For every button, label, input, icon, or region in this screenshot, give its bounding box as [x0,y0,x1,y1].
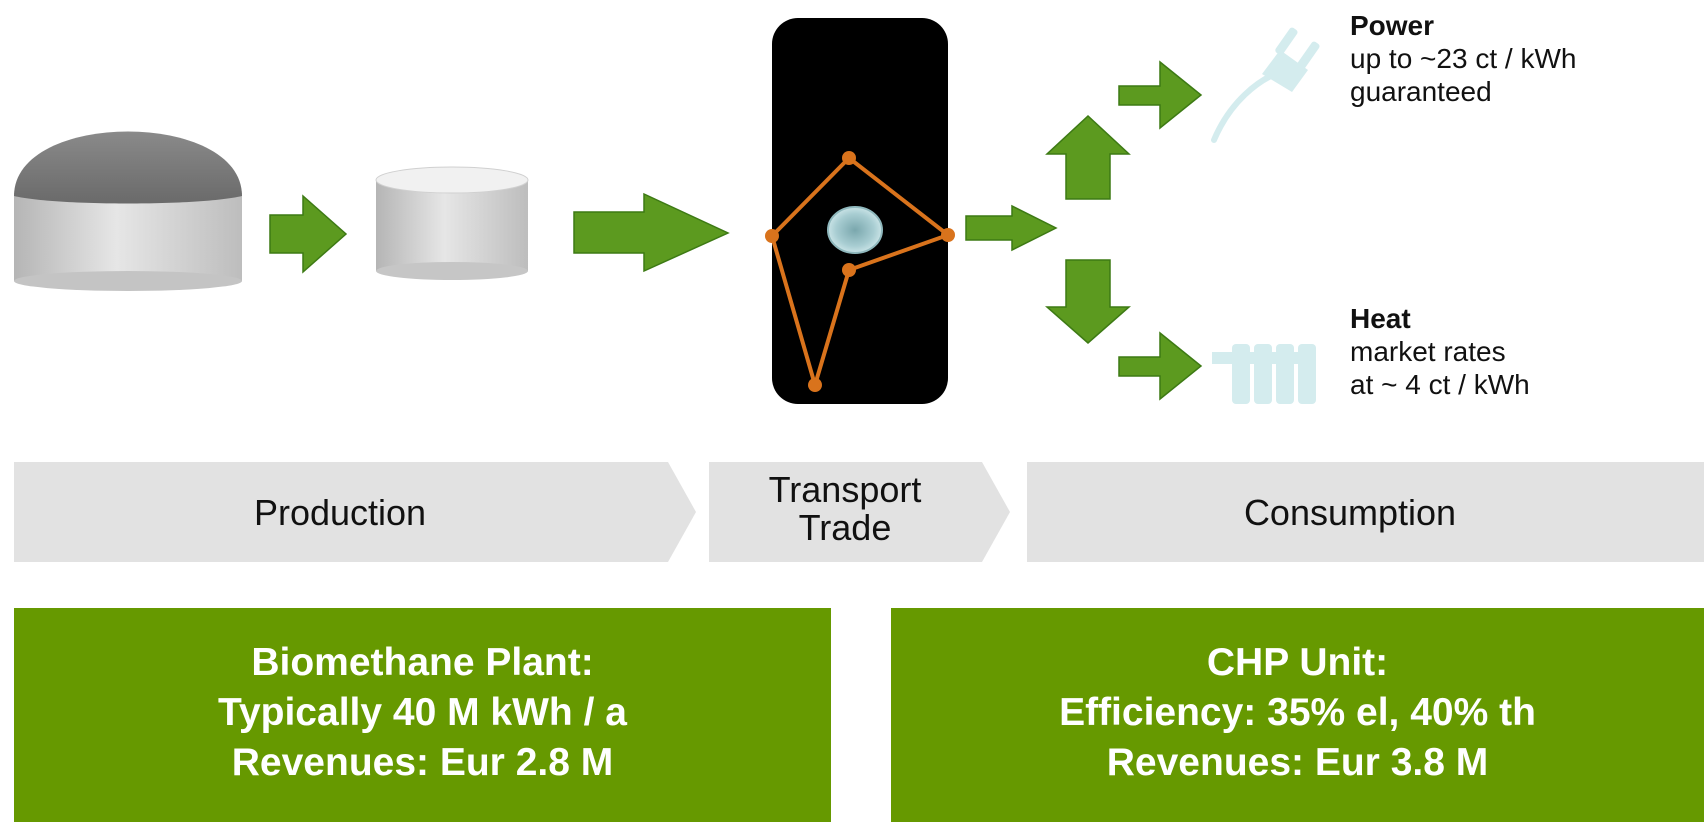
plug-icon [1211,27,1320,143]
stage-consumption-chevron [1027,462,1704,562]
stage-transport-label: Transport Trade [735,471,955,547]
biomethane-plant-box: Biomethane Plant: Typically 40 M kWh / a… [14,608,831,822]
chp-box-revenue: Revenues: Eur 3.8 M [1106,741,1489,784]
flow-arrow-grid-to-consumers [965,204,1058,252]
radiator-icon [1212,344,1316,404]
plant-box-revenue: Revenues: Eur 2.8 M [231,741,614,784]
plant-box-output: Typically 40 M kWh / a [218,691,627,734]
heat-price: at ~ 4 ct / kWh [1350,369,1530,400]
power-title: Power [1350,10,1435,41]
stage-transport-line1: Transport [768,469,922,510]
flow-arrow-down [1045,259,1131,344]
chp-box-title: CHP Unit: [1206,641,1389,684]
chp-box-efficiency: Efficiency: 35% el, 40% th [1059,691,1536,734]
power-output-label: Power up to ~23 ct / kWh guaranteed [1350,10,1690,108]
flow-arrow-storage-to-grid [573,192,730,273]
heat-title: Heat [1350,303,1411,334]
stage-production-chevron [14,462,696,562]
power-note: guaranteed [1350,76,1492,107]
stage-band [14,462,1704,562]
gas-grid-network-icon [765,18,955,404]
heat-note: market rates [1350,336,1506,367]
flow-arrow-to-heat [1118,331,1203,401]
gas-storage-tank-icon [375,166,529,280]
stage-production-label: Production [253,492,427,533]
power-price: up to ~23 ct / kWh [1350,43,1577,74]
flow-arrow-up [1045,114,1131,200]
flow-arrow-digester-to-storage [269,194,348,274]
heat-output-label: Heat market rates at ~ 4 ct / kWh [1350,303,1690,401]
chp-unit-box: CHP Unit: Efficiency: 35% el, 40% th Rev… [891,608,1704,822]
digester-tank-icon [14,131,242,291]
stage-consumption-label: Consumption [1243,492,1457,533]
stage-transport-chevron [709,462,1010,562]
flow-arrow-to-power [1118,60,1203,130]
plant-box-title: Biomethane Plant: [251,641,594,684]
stage-transport-line2: Trade [798,507,892,548]
